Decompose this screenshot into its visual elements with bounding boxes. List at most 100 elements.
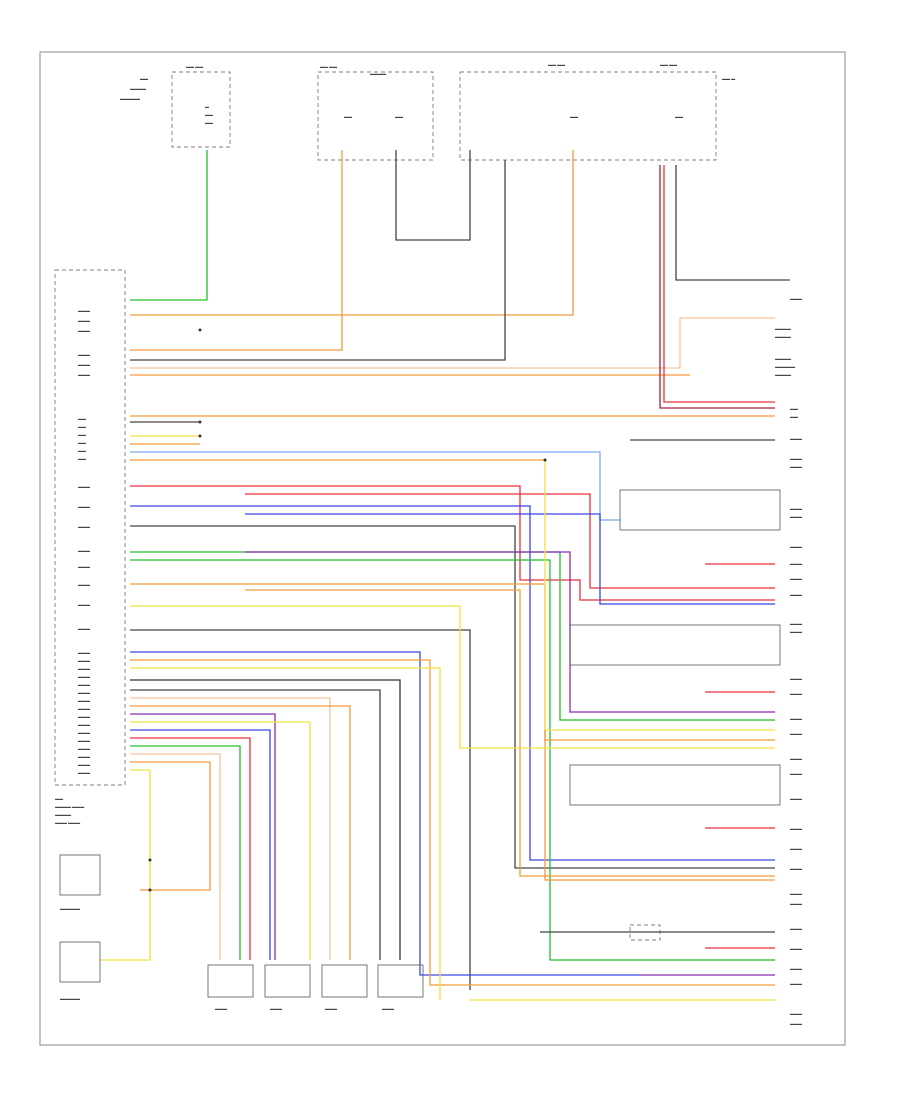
svg-text:▬▬▬▬: ▬▬▬▬ <box>55 812 71 817</box>
svg-text:▬▬: ▬▬ <box>55 796 63 801</box>
splice-points <box>148 328 547 892</box>
svg-text:▬▬▬: ▬▬▬ <box>790 1021 802 1026</box>
fuse-box-left: ▬▬ ▬▬ ▬▬ ▬▬▬▬ ▬▬▬▬▬ ▬ ▬▬ ▬▬ <box>120 64 231 148</box>
wires-right <box>459 460 775 1001</box>
svg-text:▬▬▬ ▬▬▬: ▬▬▬ ▬▬▬ <box>55 820 80 825</box>
svg-text:▬▬▬▬: ▬▬▬▬ <box>370 71 386 76</box>
svg-text:▬▬▬: ▬▬▬ <box>78 770 90 775</box>
svg-text:▬▬: ▬▬ <box>78 432 86 437</box>
svg-text:▬▬: ▬▬ <box>78 424 86 429</box>
svg-text:▬▬▬: ▬▬▬ <box>78 762 90 767</box>
right-component-boxes <box>540 439 781 941</box>
svg-text:▬▬▬: ▬▬▬ <box>382 1006 394 1011</box>
svg-text:▬▬: ▬▬ <box>205 112 213 117</box>
svg-text:▬▬▬: ▬▬▬ <box>790 981 802 986</box>
svg-text:▬▬▬: ▬▬▬ <box>790 731 802 736</box>
svg-text:▬▬ ▬▬: ▬▬ ▬▬ <box>320 64 337 69</box>
svg-text:▬▬: ▬▬ <box>78 456 86 461</box>
svg-text:▬▬▬: ▬▬▬ <box>78 504 90 509</box>
svg-text:▬▬▬: ▬▬▬ <box>790 756 802 761</box>
fuse-box-right: ▬▬ ▬▬ ▬▬ ▬▬ ▬▬ ▬▬ ▬▬ ▬ <box>459 62 735 161</box>
svg-text:▬▬▬: ▬▬▬ <box>78 738 90 743</box>
svg-text:▬▬: ▬▬ <box>395 114 403 119</box>
svg-text:▬▬▬▬: ▬▬▬▬ <box>130 86 146 91</box>
svg-text:▬▬▬: ▬▬▬ <box>790 846 802 851</box>
svg-text:▬▬▬: ▬▬▬ <box>78 658 90 663</box>
svg-text:▬▬▬: ▬▬▬ <box>78 352 90 357</box>
svg-text:▬▬: ▬▬ <box>790 414 798 419</box>
svg-text:▬▬▬: ▬▬▬ <box>790 691 802 696</box>
svg-text:▬▬ ▬▬: ▬▬ ▬▬ <box>186 64 203 69</box>
svg-text:▬▬▬: ▬▬▬ <box>325 1006 337 1011</box>
svg-text:▬▬▬: ▬▬▬ <box>78 706 90 711</box>
svg-text:▬▬▬: ▬▬▬ <box>790 716 802 721</box>
svg-text:▬▬▬: ▬▬▬ <box>790 866 802 871</box>
module-pin-labels: ▬▬▬▬▬▬▬▬▬ ▬▬▬▬▬▬▬▬▬ ▬▬▬▬▬▬ ▬▬▬▬▬▬ ▬▬▬▬▬▬… <box>78 308 90 775</box>
svg-text:▬▬▬: ▬▬▬ <box>790 296 802 301</box>
svg-text:▬▬▬: ▬▬▬ <box>790 926 802 931</box>
svg-text:▬▬▬▬▬: ▬▬▬▬▬ <box>60 996 80 1001</box>
svg-text:▬▬▬: ▬▬▬ <box>790 456 802 461</box>
fuse-box-center: ▬▬ ▬▬ ▬▬▬▬ ▬▬ ▬▬ <box>317 64 434 161</box>
svg-text:▬▬▬: ▬▬▬ <box>78 328 90 333</box>
svg-text:▬▬▬: ▬▬▬ <box>790 506 802 511</box>
svg-text:▬▬▬: ▬▬▬ <box>790 544 802 549</box>
svg-text:▬▬▬: ▬▬▬ <box>790 796 802 801</box>
svg-text:▬▬▬▬▬: ▬▬▬▬▬ <box>60 906 80 911</box>
svg-text:▬▬▬: ▬▬▬ <box>790 676 802 681</box>
svg-text:▬▬▬: ▬▬▬ <box>790 771 802 776</box>
svg-text:▬▬ ▬▬: ▬▬ ▬▬ <box>660 62 677 67</box>
svg-text:▬▬ ▬▬: ▬▬ ▬▬ <box>548 62 565 67</box>
svg-text:▬▬▬: ▬▬▬ <box>78 372 90 377</box>
svg-text:▬▬▬: ▬▬▬ <box>790 514 802 519</box>
svg-text:▬▬: ▬▬ <box>570 114 578 119</box>
svg-text:▬▬▬▬▬: ▬▬▬▬▬ <box>775 364 795 369</box>
svg-text:▬▬▬: ▬▬▬ <box>790 901 802 906</box>
right-labels: ▬▬▬ ▬▬▬▬▬▬▬▬ ▬▬▬▬▬▬▬▬▬▬▬▬▬ ▬▬▬▬ ▬▬▬ ▬▬▬▬… <box>775 296 802 1026</box>
svg-text:▬▬▬: ▬▬▬ <box>78 746 90 751</box>
svg-text:▬▬▬: ▬▬▬ <box>78 674 90 679</box>
svg-text:▬▬▬: ▬▬▬ <box>78 308 90 313</box>
wires-top <box>130 150 790 409</box>
svg-text:▬▬▬▬ ▬▬▬: ▬▬▬▬ ▬▬▬ <box>55 804 84 809</box>
svg-text:▬▬▬: ▬▬▬ <box>78 524 90 529</box>
svg-text:▬▬: ▬▬ <box>205 120 213 125</box>
svg-text:▬▬▬: ▬▬▬ <box>270 1006 282 1011</box>
svg-text:▬▬▬: ▬▬▬ <box>78 602 90 607</box>
svg-text:▬▬▬: ▬▬▬ <box>790 561 802 566</box>
svg-text:▬▬▬: ▬▬▬ <box>790 464 802 469</box>
svg-text:▬: ▬ <box>205 104 209 109</box>
svg-text:▬▬: ▬▬ <box>78 448 86 453</box>
svg-text:▬▬▬: ▬▬▬ <box>790 891 802 896</box>
svg-text:▬▬▬: ▬▬▬ <box>78 362 90 367</box>
svg-text:▬▬▬: ▬▬▬ <box>78 626 90 631</box>
svg-text:▬▬: ▬▬ <box>78 416 86 421</box>
svg-text:▬▬▬▬: ▬▬▬▬ <box>775 372 791 377</box>
svg-text:▬▬▬: ▬▬▬ <box>78 698 90 703</box>
svg-text:▬▬▬: ▬▬▬ <box>78 714 90 719</box>
svg-text:▬▬ ▬: ▬▬ ▬ <box>722 76 735 81</box>
control-module: ▬▬ ▬▬▬▬ ▬▬▬ ▬▬▬▬ ▬▬▬ ▬▬▬ <box>54 269 126 825</box>
svg-text:▬▬: ▬▬ <box>344 114 352 119</box>
svg-text:▬▬▬: ▬▬▬ <box>790 629 802 634</box>
wires-middle <box>100 415 775 1000</box>
svg-text:▬▬▬: ▬▬▬ <box>78 682 90 687</box>
svg-text:▬▬▬: ▬▬▬ <box>790 946 802 951</box>
svg-text:▬▬▬: ▬▬▬ <box>78 754 90 759</box>
bottom-components: ▬▬▬ ▬▬▬ ▬▬▬ ▬▬▬ ▬▬▬▬▬ ▬▬▬▬▬ <box>59 854 424 1011</box>
svg-text:▬▬▬: ▬▬▬ <box>78 650 90 655</box>
svg-text:▬▬▬: ▬▬▬ <box>78 582 90 587</box>
svg-text:▬▬▬▬: ▬▬▬▬ <box>775 334 791 339</box>
svg-text:▬▬▬: ▬▬▬ <box>215 1006 227 1011</box>
svg-text:▬▬▬▬▬: ▬▬▬▬▬ <box>120 96 140 101</box>
svg-text:▬▬: ▬▬ <box>140 76 148 81</box>
svg-text:▬▬▬: ▬▬▬ <box>78 690 90 695</box>
svg-text:▬▬: ▬▬ <box>78 440 86 445</box>
svg-text:▬▬▬: ▬▬▬ <box>790 436 802 441</box>
svg-text:▬▬▬: ▬▬▬ <box>790 592 802 597</box>
svg-text:▬▬▬: ▬▬▬ <box>78 666 90 671</box>
svg-text:▬▬: ▬▬ <box>675 114 683 119</box>
svg-text:▬▬▬: ▬▬▬ <box>790 576 802 581</box>
svg-text:▬▬: ▬▬ <box>790 406 798 411</box>
